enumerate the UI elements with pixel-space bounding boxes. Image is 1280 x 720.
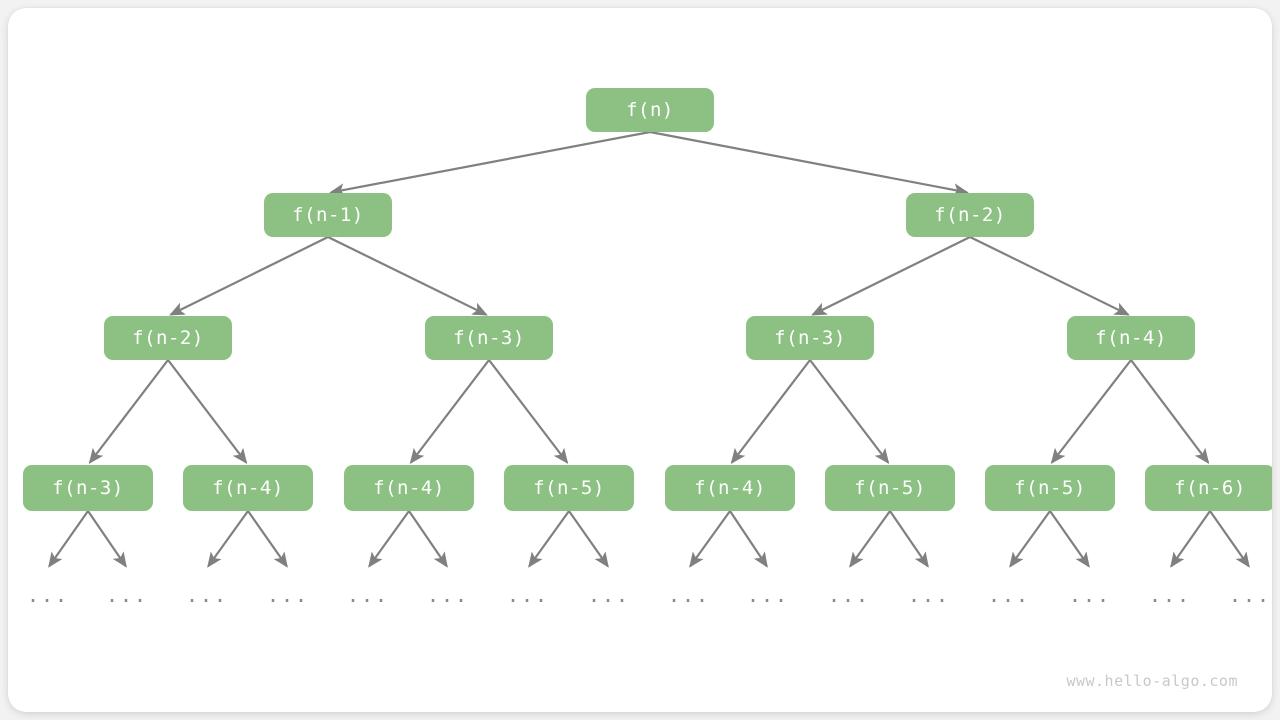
- leaf-edge-14: [1170, 510, 1211, 568]
- tree-node-label: f(n-3): [52, 477, 124, 499]
- tree-node-n8: f(n-4): [183, 465, 313, 511]
- ellipsis-marker: ...: [746, 583, 790, 607]
- tree-node-label: f(n-4): [694, 477, 766, 499]
- tree-node-n10: f(n-5): [504, 465, 634, 511]
- diagram-card: f(n) f(n-1) f(n-2) f(n-2) f(n-3) f(n-3) f(n-4)…: [8, 8, 1272, 712]
- ellipsis-marker: ...: [266, 583, 310, 607]
- edge-n6-to-n13: [1050, 359, 1132, 465]
- leaf-edge-13: [1049, 510, 1090, 568]
- edge-n2-to-n6: [969, 236, 1130, 316]
- ellipsis-marker: ...: [667, 583, 711, 607]
- tree-node-label: f(n-1): [292, 204, 364, 226]
- tree-node-n12: f(n-5): [825, 465, 955, 511]
- ellipsis-marker: ...: [827, 583, 871, 607]
- leaf-edge-8: [689, 510, 731, 568]
- edge-n5-to-n11: [730, 359, 811, 465]
- leaf-edge-3: [247, 510, 288, 568]
- edge-n1-to-n3: [169, 236, 329, 316]
- leaf-edge-12: [1009, 510, 1051, 568]
- ellipsis-marker: ...: [185, 583, 229, 607]
- leaf-edge-7: [568, 510, 609, 568]
- tree-node-label: f(n-2): [934, 204, 1006, 226]
- edge-n2-to-n5: [811, 236, 971, 316]
- tree-node-n2: f(n-2): [906, 193, 1034, 237]
- ellipsis-marker: ...: [26, 583, 70, 607]
- leaf-edge-0: [48, 510, 89, 568]
- leaf-edge-4: [368, 510, 410, 568]
- leaf-edge-9: [729, 510, 768, 568]
- tree-node-n7: f(n-3): [23, 465, 153, 511]
- tree-node-label: f(n): [626, 99, 674, 121]
- tree-node-label: f(n-5): [854, 477, 926, 499]
- ellipsis-marker: ...: [1228, 583, 1272, 607]
- tree-node-n0: f(n): [586, 88, 714, 132]
- leaf-edge-11: [889, 510, 929, 568]
- tree-node-label: f(n-5): [1014, 477, 1086, 499]
- leaf-edges: [48, 510, 1250, 568]
- tree-node-label: f(n-2): [132, 327, 204, 349]
- edge-n3-to-n8: [167, 359, 248, 465]
- edge-n6-to-n14: [1130, 359, 1210, 465]
- ellipsis-marker: ...: [987, 583, 1031, 607]
- tree-node-n1: f(n-1): [264, 193, 392, 237]
- leaf-edge-10: [849, 510, 891, 568]
- tree-node-label: f(n-4): [212, 477, 284, 499]
- tree-node-label: f(n-3): [453, 327, 525, 349]
- leaf-edge-1: [87, 510, 127, 568]
- watermark: www.hello-algo.com: [1066, 672, 1238, 690]
- tree-node-label: f(n-5): [533, 477, 605, 499]
- leaf-edge-15: [1209, 510, 1250, 568]
- tree-node-n5: f(n-3): [746, 316, 874, 360]
- tree-node-n3: f(n-2): [104, 316, 232, 360]
- tree-node-n6: f(n-4): [1067, 316, 1195, 360]
- ellipsis-marker: ...: [1068, 583, 1112, 607]
- edge-n5-to-n12: [809, 359, 890, 465]
- tree-node-label: f(n-3): [774, 327, 846, 349]
- edge-n0-to-n1: [329, 130, 651, 197]
- tree-node-n13: f(n-5): [985, 465, 1115, 511]
- ellipsis-marker: ...: [907, 583, 951, 607]
- ellipsis-marker: ...: [506, 583, 550, 607]
- tree-node-n14: f(n-6): [1145, 465, 1272, 511]
- ellipsis-marker: ...: [426, 583, 470, 607]
- leaf-edge-5: [408, 510, 448, 568]
- tree-node-n11: f(n-4): [665, 465, 795, 511]
- tree-edges: [88, 130, 1210, 465]
- edge-n4-to-n10: [488, 359, 569, 465]
- ellipsis-marker: ...: [346, 583, 390, 607]
- tree-node-label: f(n-4): [373, 477, 445, 499]
- tree-node-n4: f(n-3): [425, 316, 553, 360]
- tree-node-label: f(n-6): [1174, 477, 1246, 499]
- tree-node-label: f(n-4): [1095, 327, 1167, 349]
- tree-node-n9: f(n-4): [344, 465, 474, 511]
- edge-n3-to-n7: [88, 359, 169, 465]
- edge-n1-to-n4: [327, 236, 488, 316]
- leaf-edge-6: [528, 510, 570, 568]
- ellipsis-marker: ...: [105, 583, 149, 607]
- edge-n4-to-n9: [409, 359, 490, 465]
- ellipsis-marker: ...: [1148, 583, 1192, 607]
- leaf-edge-2: [207, 510, 249, 568]
- ellipsis-marker: ...: [587, 583, 631, 607]
- edge-n0-to-n2: [649, 130, 969, 197]
